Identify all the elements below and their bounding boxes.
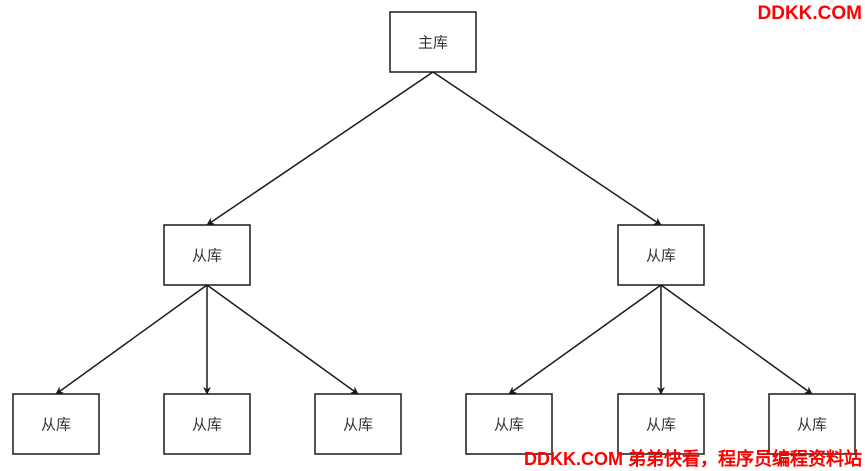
edge-arrow — [55, 284, 208, 395]
node-label: 主库 — [418, 34, 448, 52]
node-box — [12, 393, 100, 455]
slave-node: 从库 — [12, 393, 100, 455]
node-label: 从库 — [646, 247, 676, 265]
node-label: 从库 — [192, 247, 222, 265]
slave-node: 从库 — [163, 224, 251, 286]
edge-arrow — [206, 71, 434, 226]
node-box — [768, 393, 856, 455]
edge-arrow — [206, 284, 359, 395]
slave-node: 从库 — [768, 393, 856, 455]
slave-node: 从库 — [617, 224, 705, 286]
master-node: 主库 — [389, 11, 477, 73]
slave-node: 从库 — [163, 393, 251, 455]
edge-arrow — [508, 284, 662, 395]
node-label: 从库 — [797, 416, 827, 434]
slave-node: 从库 — [617, 393, 705, 455]
node-label: 从库 — [343, 416, 373, 434]
node-box — [163, 224, 251, 286]
edge-arrow — [660, 284, 813, 395]
slave-node: 从库 — [314, 393, 402, 455]
edge-arrow — [432, 71, 662, 226]
watermark-bottom: DDKK.COM 弟弟快看，程序员编程资料站 — [524, 449, 862, 469]
node-box — [465, 393, 553, 455]
node-label: 从库 — [192, 416, 222, 434]
node-label: 从库 — [494, 416, 524, 434]
node-box — [389, 11, 477, 73]
node-box — [617, 224, 705, 286]
edges — [55, 71, 813, 395]
node-label: 从库 — [646, 416, 676, 434]
node-box — [617, 393, 705, 455]
watermark-top: DDKK.COM — [757, 3, 863, 24]
node-label: 从库 — [41, 416, 71, 434]
slave-node: 从库 — [465, 393, 553, 455]
node-box — [314, 393, 402, 455]
nodes: 主库从库从库从库从库从库从库从库从库 — [12, 11, 856, 455]
node-box — [163, 393, 251, 455]
